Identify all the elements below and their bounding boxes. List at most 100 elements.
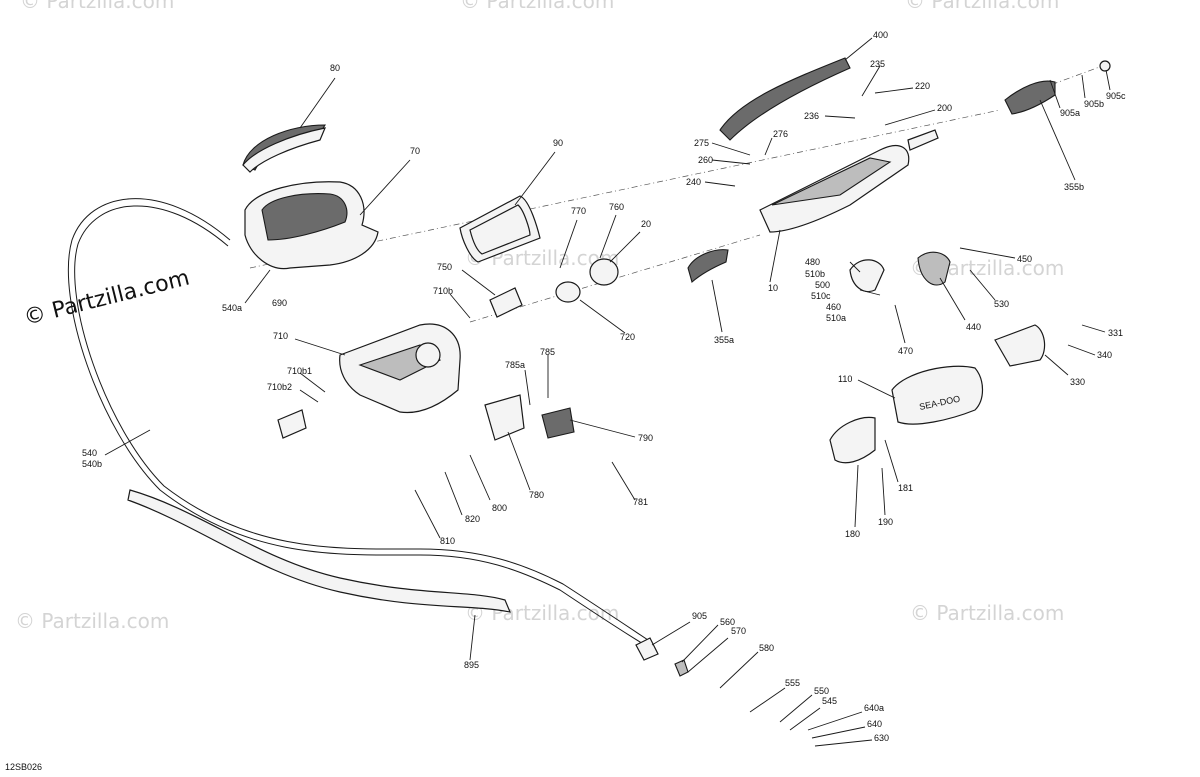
callout-label: 190 <box>878 517 893 527</box>
callout-label: 690 <box>272 298 287 308</box>
callout-label: 555 <box>785 678 800 688</box>
front-cover <box>891 365 984 425</box>
throttle-cable <box>67 198 646 646</box>
callout-label: 80 <box>330 63 340 73</box>
bracket <box>849 259 885 293</box>
watermark: © Partzilla.com <box>15 609 169 633</box>
callout-label: 235 <box>870 59 885 69</box>
axis-line <box>469 234 761 323</box>
callout-label: 510b <box>805 269 825 279</box>
callout-label: 355a <box>714 335 734 345</box>
callout-label: 110 <box>838 374 852 384</box>
right-control-housing <box>829 416 876 464</box>
callout-label: 710b2 <box>267 382 292 392</box>
callout-label: 640a <box>864 703 884 713</box>
callout-label: 276 <box>773 129 788 139</box>
callout-label: 800 <box>492 503 507 513</box>
cable-sleeve <box>127 489 511 613</box>
callout-label: 905c <box>1106 91 1126 101</box>
callout-label: 550 <box>814 686 829 696</box>
callout-label: 580 <box>759 643 774 653</box>
callout-label: 785a <box>505 360 525 370</box>
callout-label: 630 <box>874 733 889 743</box>
callout-label: 181 <box>898 483 913 493</box>
switch-module <box>484 394 525 441</box>
callout-label: 510a <box>826 313 846 323</box>
callout-label: 905b <box>1084 99 1104 109</box>
callout-label: 330 <box>1070 377 1085 387</box>
callout-label: 750 <box>437 262 452 272</box>
callout-label: 540b <box>82 459 102 469</box>
callout-label: 220 <box>915 81 930 91</box>
callout-label: 440 <box>966 322 981 332</box>
callout-label: 790 <box>638 433 653 443</box>
callout-label: 20 <box>641 219 651 229</box>
cover-part <box>242 127 326 173</box>
callout-label: 770 <box>571 206 586 216</box>
callout-label: 480 <box>805 257 820 267</box>
callout-label: 236 <box>804 111 819 121</box>
left-control-housing <box>994 324 1046 367</box>
callout-label: 710b <box>433 286 453 296</box>
callout-label: 510c <box>811 291 831 301</box>
grip-end-cap <box>1099 60 1111 72</box>
callout-label: 470 <box>898 346 913 356</box>
callout-label: 545 <box>822 696 837 706</box>
callout-label: 895 <box>464 660 479 670</box>
callout-label: 240 <box>686 177 701 187</box>
callout-label: 200 <box>937 103 952 113</box>
callout-label: 530 <box>994 299 1009 309</box>
callout-label: 540 <box>82 448 97 458</box>
callout-label: 355b <box>1064 182 1084 192</box>
callout-label: 260 <box>698 155 713 165</box>
top-cover <box>719 57 851 141</box>
bracket <box>917 251 951 286</box>
callout-label: 560 <box>720 617 735 627</box>
callout-label: 340 <box>1097 350 1112 360</box>
callout-label: 450 <box>1017 254 1032 264</box>
ring <box>589 258 619 286</box>
watermark: © Partzilla.com <box>910 601 1064 625</box>
callout-label: 570 <box>731 626 746 636</box>
left-grip <box>687 249 729 283</box>
cable-end-fitting <box>674 659 689 677</box>
right-grip <box>1004 80 1056 115</box>
throttle-cable <box>74 205 649 641</box>
sleeve <box>277 409 307 439</box>
callout-label: 785 <box>540 347 555 357</box>
cable-end-fitting <box>635 637 659 661</box>
callout-label: 905a <box>1060 108 1080 118</box>
callout-label: 820 <box>465 514 480 524</box>
callout-label: 780 <box>529 490 544 500</box>
callout-label: 275 <box>694 138 709 148</box>
callout-label: 500 <box>815 280 830 290</box>
diagram-reference-code: 12SB026 <box>5 762 42 772</box>
callout-layer: 80 70 540a 90 770 760 20 750 710b 720 69… <box>82 30 1126 747</box>
callout-label: 810 <box>440 536 455 546</box>
callout-label: 720 <box>620 332 635 342</box>
gasket <box>469 204 531 255</box>
callout-label: 90 <box>553 138 563 148</box>
watermark: © Partzilla.com <box>905 0 1059 13</box>
display-housing <box>261 193 348 241</box>
watermark: © Partzilla.com <box>20 0 174 13</box>
handlebar-tube <box>907 129 939 151</box>
callout-label: 760 <box>609 202 624 212</box>
callout-label: 540a <box>222 303 242 313</box>
callout-label: 640 <box>867 719 882 729</box>
callout-label: 710 <box>273 331 288 341</box>
switch-module <box>541 407 575 439</box>
callout-label: 460 <box>826 302 841 312</box>
callout-label: 10 <box>768 283 778 293</box>
callout-label: 400 <box>873 30 888 40</box>
brand-watermark: © Partzilla.com <box>21 265 192 330</box>
callout-label: 180 <box>845 529 860 539</box>
callout-label: 905 <box>692 611 707 621</box>
callout-label: 781 <box>633 497 648 507</box>
callout-label: 70 <box>410 146 420 156</box>
watermark: © Partzilla.com <box>460 0 614 13</box>
axis-line <box>249 109 1001 269</box>
switch-knob <box>415 342 441 368</box>
watermark-layer: © Partzilla.com © Partzilla.com © Partzi… <box>15 0 1064 633</box>
